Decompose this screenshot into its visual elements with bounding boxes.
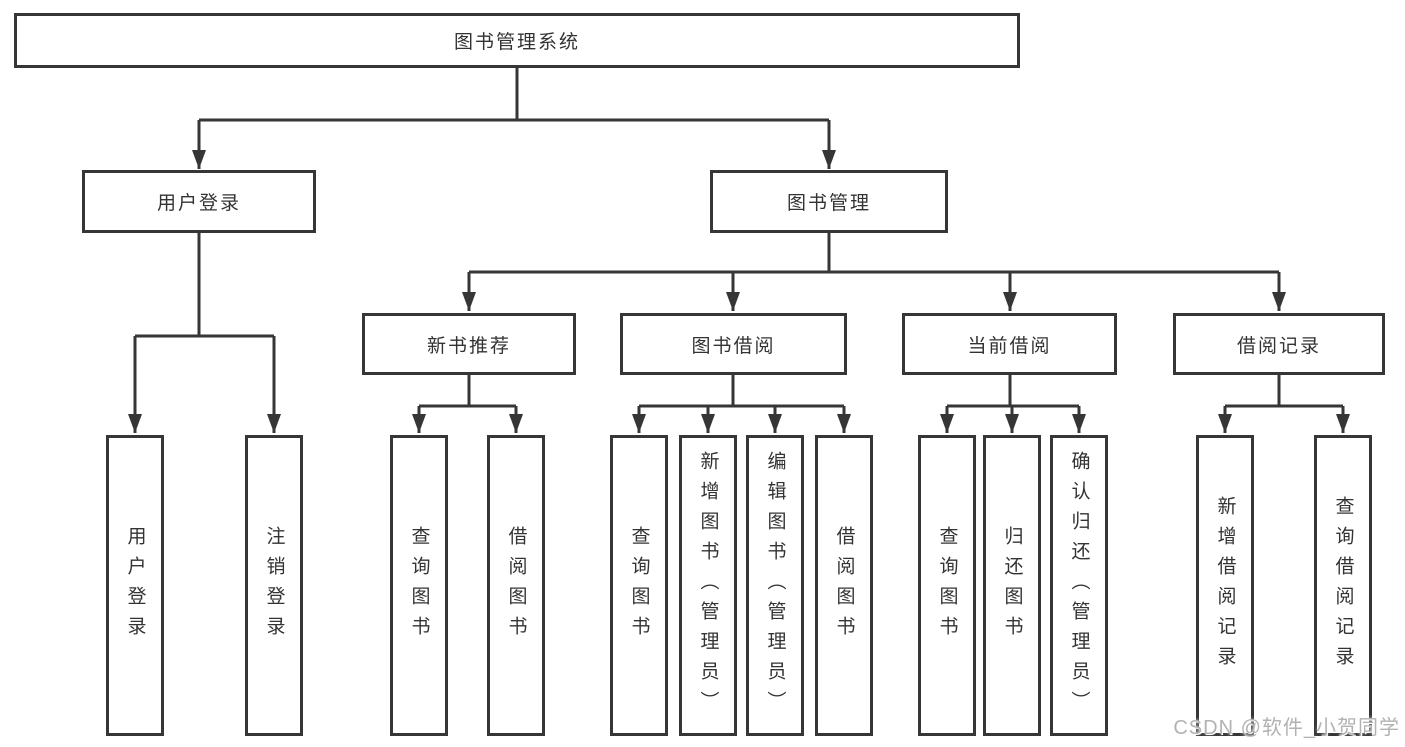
node-user-login: 用户登录 — [82, 170, 316, 233]
node-leaf-current-confirm-return-admin: 确认归还（管理员） — [1050, 435, 1108, 736]
node-book-borrowing: 图书借阅 — [620, 313, 847, 375]
node-leaf-borrow-borrow-books-label: 借阅图书 — [833, 525, 855, 646]
node-book-management-label: 图书管理 — [786, 193, 871, 214]
node-leaf-logout-label: 注销登录 — [263, 525, 285, 646]
node-root-label: 图书管理系统 — [453, 32, 580, 53]
node-leaf-current-query-books: 查询图书 — [918, 435, 976, 736]
node-leaf-records-add-record: 新增借阅记录 — [1196, 435, 1254, 736]
node-leaf-borrow-query-books: 查询图书 — [610, 435, 668, 736]
node-book-management: 图书管理 — [710, 170, 948, 233]
node-leaf-user-login: 用户登录 — [106, 435, 164, 736]
node-leaf-records-query-record-label: 查询借阅记录 — [1332, 495, 1354, 676]
node-leaf-borrow-query-books-label: 查询图书 — [628, 525, 650, 646]
node-leaf-records-query-record: 查询借阅记录 — [1314, 435, 1372, 736]
node-leaf-current-return-books-label: 归还图书 — [1001, 525, 1023, 646]
connector-skeleton — [135, 68, 1343, 408]
node-leaf-recommend-query-books: 查询图书 — [390, 435, 448, 736]
node-book-borrowing-label: 图书借阅 — [691, 335, 776, 357]
node-leaf-borrow-edit-books-admin: 编辑图书（管理员） — [746, 435, 804, 736]
node-current-borrowing: 当前借阅 — [902, 313, 1117, 375]
node-leaf-recommend-query-books-label: 查询图书 — [408, 525, 430, 646]
node-user-login-label: 用户登录 — [156, 193, 241, 214]
node-leaf-recommend-borrow-books-label: 借阅图书 — [505, 525, 527, 646]
node-leaf-records-add-record-label: 新增借阅记录 — [1214, 495, 1236, 676]
node-leaf-current-confirm-return-admin-label: 确认归还（管理员） — [1068, 450, 1090, 721]
node-borrowing-records-label: 借阅记录 — [1236, 335, 1321, 357]
node-borrowing-records: 借阅记录 — [1173, 313, 1385, 375]
node-current-borrowing-label: 当前借阅 — [967, 335, 1052, 357]
node-leaf-logout: 注销登录 — [245, 435, 303, 736]
node-leaf-current-query-books-label: 查询图书 — [936, 525, 958, 646]
node-leaf-borrow-add-books-admin: 新增图书（管理员） — [679, 435, 737, 736]
node-new-book-recommendation: 新书推荐 — [362, 313, 576, 375]
node-new-book-recommendation-label: 新书推荐 — [426, 335, 511, 357]
node-leaf-borrow-add-books-admin-label: 新增图书（管理员） — [697, 450, 719, 721]
node-leaf-recommend-borrow-books: 借阅图书 — [487, 435, 545, 736]
node-leaf-user-login-label: 用户登录 — [124, 525, 146, 646]
node-leaf-borrow-borrow-books: 借阅图书 — [815, 435, 873, 736]
csdn-watermark: CSDN @软件_小贺同学 — [1173, 717, 1400, 739]
node-leaf-borrow-edit-books-admin-label: 编辑图书（管理员） — [764, 450, 786, 721]
node-leaf-current-return-books: 归还图书 — [983, 435, 1041, 736]
node-root: 图书管理系统 — [14, 13, 1020, 68]
